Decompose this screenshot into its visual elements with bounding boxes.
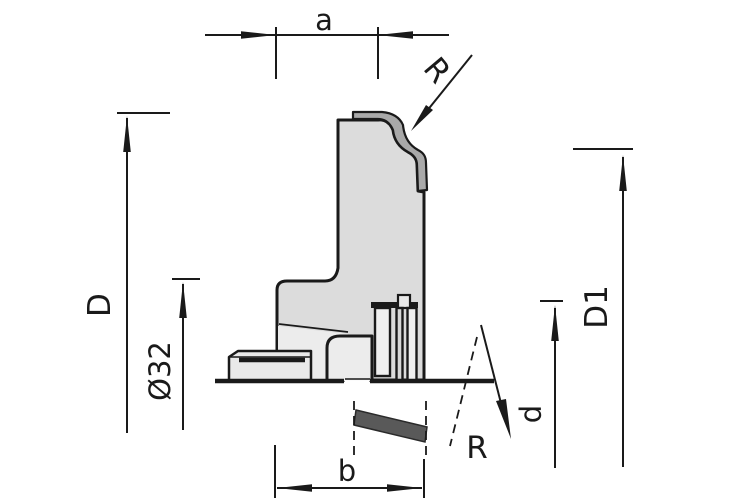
body-parting-line — [278, 323, 349, 333]
dim-D1: D1 — [573, 148, 633, 467]
profile-dashed-line — [449, 336, 478, 447]
dim-radius-top: R — [411, 51, 473, 131]
collar-block — [227, 349, 313, 383]
radius-top-label: R — [416, 51, 457, 91]
dim-D-arrow — [123, 116, 131, 152]
dim-D1-label: D1 — [579, 285, 615, 329]
clamp-cap — [371, 302, 418, 308]
dim-b: b — [274, 445, 425, 498]
radius-bottom-label: R — [466, 430, 488, 466]
radius-bottom-leader — [480, 324, 505, 416]
clamp-tab — [396, 293, 412, 310]
dim-b-label: b — [338, 454, 356, 488]
dim-a: a — [205, 3, 449, 79]
dim-a-label: a — [315, 3, 333, 37]
clamp-plate-3 — [406, 306, 418, 383]
dim-D-label: D — [82, 293, 118, 317]
knife-band — [351, 110, 429, 193]
radius-top-arrow — [411, 105, 433, 131]
dim-d-label: d — [514, 405, 548, 423]
dim-d: d — [514, 300, 563, 468]
dim-D: D — [82, 112, 170, 433]
middle-block — [325, 334, 374, 381]
slot-gap — [345, 380, 369, 387]
dim-b-arrow-left — [277, 484, 312, 492]
insert-blade — [353, 409, 428, 443]
clamp-plate-1 — [373, 306, 392, 378]
dim-D1-arrow — [619, 155, 627, 191]
radius-bottom-arrow — [496, 399, 511, 439]
clamp-plate-2 — [395, 306, 404, 383]
dim-a-arrow-right — [378, 31, 413, 39]
dim-b-arrow-right — [387, 484, 422, 492]
dim-d-arrow — [551, 305, 559, 341]
cutter-head — [215, 110, 494, 459]
dim-bore: Ø32 — [143, 278, 200, 430]
dim-bore-label: Ø32 — [143, 341, 177, 401]
dim-a-arrow-left — [241, 31, 276, 39]
dim-radius-bottom: R — [449, 324, 511, 466]
dim-bore-arrow — [179, 282, 187, 318]
